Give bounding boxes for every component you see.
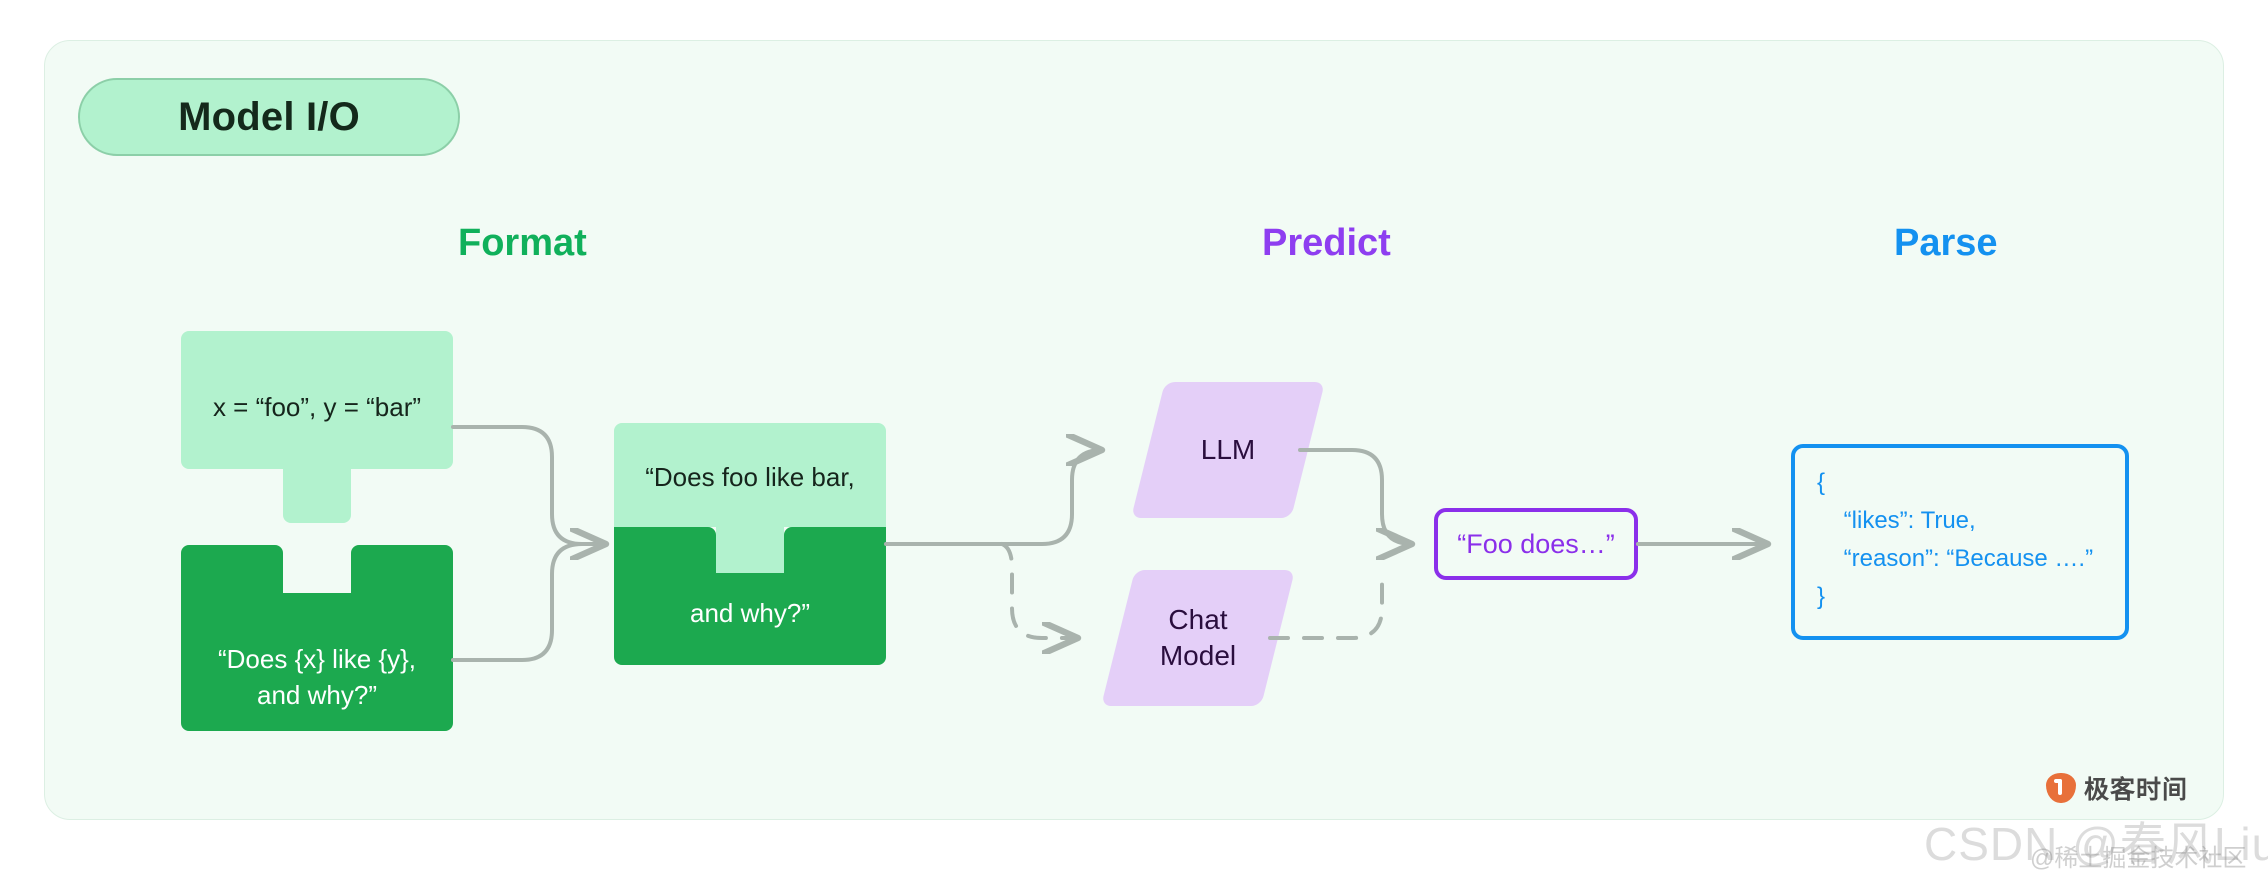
- stage-heading-parse: Parse: [1894, 222, 1998, 264]
- model-node-chat-model-line2: Model: [1159, 640, 1237, 671]
- stage-heading-predict: Predict: [1262, 222, 1391, 264]
- parsed-json-box: { “likes”: True, “reason”: “Because ….” …: [1791, 444, 2129, 640]
- puzzle-piece-template-shape: [181, 545, 453, 731]
- puzzle-piece-merged: “Does foo like bar, and why?”: [614, 423, 886, 665]
- model-node-chat-model-label: Chat Model: [1160, 602, 1236, 674]
- puzzle-piece-merged-shape: [614, 423, 886, 665]
- model-node-llm[interactable]: LLM: [1131, 382, 1325, 518]
- geektime-logo-icon: [2046, 773, 2076, 803]
- parsed-json-line-3: }: [1817, 583, 1826, 610]
- puzzle-piece-variables-shape: [181, 331, 453, 523]
- puzzle-piece-template: “Does {x} like {y}, and why?”: [181, 545, 453, 731]
- model-io-badge-label: Model I/O: [178, 94, 360, 139]
- model-io-badge: Model I/O: [78, 78, 460, 156]
- model-output-label: “Foo does…”: [1457, 528, 1615, 559]
- parsed-json-line-2: “reason”: “Because ….”: [1817, 545, 2094, 572]
- model-output-box: “Foo does…”: [1434, 508, 1638, 580]
- stage-heading-format: Format: [458, 222, 587, 264]
- parsed-json-line-0: {: [1817, 469, 1826, 496]
- juejin-watermark: @稀土掘金技术社区: [2030, 845, 2247, 871]
- model-node-chat-model[interactable]: Chat Model: [1101, 570, 1295, 706]
- geektime-watermark: 极客时间: [2046, 770, 2188, 806]
- model-node-chat-model-line1: Chat: [1168, 604, 1228, 635]
- parsed-json-line-1: “likes”: True,: [1817, 507, 1976, 534]
- geektime-watermark-label: 极客时间: [2084, 776, 2189, 804]
- puzzle-piece-variables: x = “foo”, y = “bar”: [181, 331, 453, 523]
- model-node-llm-label: LLM: [1200, 434, 1256, 465]
- csdn-watermark: CSDN @春风LiuK: [1924, 818, 2268, 870]
